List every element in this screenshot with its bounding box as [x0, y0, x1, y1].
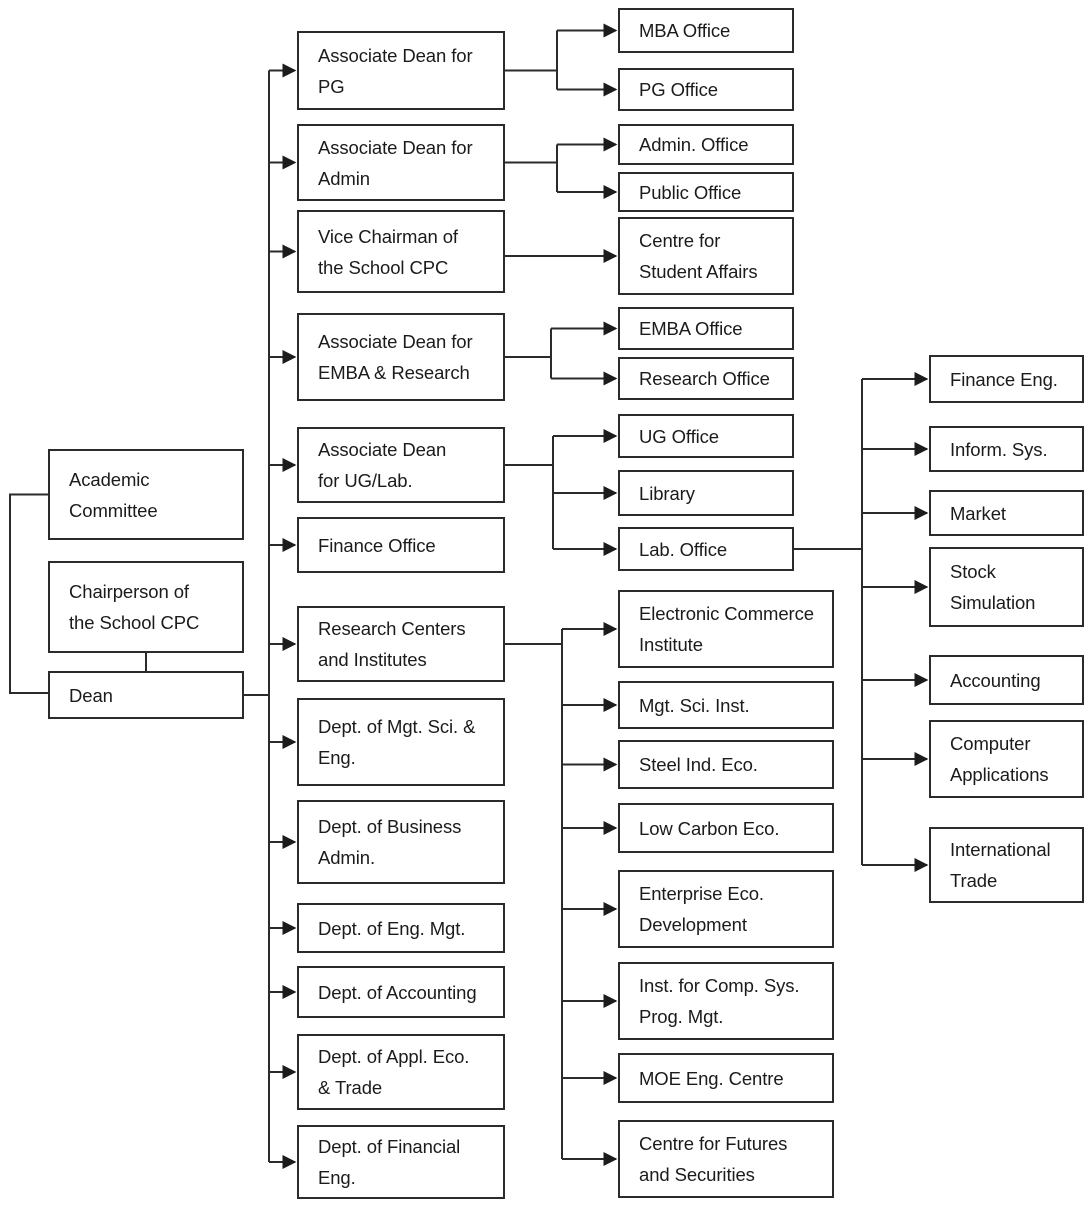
org-node-label: Public Office	[639, 181, 742, 203]
org-node-label: MOE Eng. Centre	[639, 1067, 784, 1089]
org-node-chairperson: Chairperson of the School CPC	[48, 561, 244, 653]
org-node-enterprise-eco-development: Enterprise Eco. Development	[618, 870, 834, 948]
org-node-label: Associate Dean for EMBA & Research	[318, 331, 473, 383]
org-node-label: Dept. of Financial Eng.	[318, 1136, 461, 1188]
org-node-lab-office: Lab. Office	[618, 527, 794, 571]
org-node-label: Lab. Office	[639, 538, 728, 560]
org-node-international-trade: International Trade	[929, 827, 1084, 903]
org-node-label: Finance Eng.	[950, 368, 1058, 390]
org-node-label: Market	[950, 502, 1006, 524]
org-node-label: Finance Office	[318, 534, 436, 556]
org-node-label: Dept. of Accounting	[318, 981, 477, 1003]
org-node-finance-eng: Finance Eng.	[929, 355, 1084, 403]
org-node-label: Accounting	[950, 669, 1041, 691]
org-node-label: Dept. of Business Admin.	[318, 816, 462, 868]
org-node-dept-business-admin: Dept. of Business Admin.	[297, 800, 505, 884]
org-node-research-centers: Research Centers and Institutes	[297, 606, 505, 682]
org-node-emba-office: EMBA Office	[618, 307, 794, 350]
org-node-dept-accounting: Dept. of Accounting	[297, 966, 505, 1018]
org-node-mgt-sci-inst: Mgt. Sci. Inst.	[618, 681, 834, 729]
org-node-label: Computer Applications	[950, 733, 1049, 785]
org-node-label: Vice Chairman of the School CPC	[318, 225, 458, 278]
org-node-label: Admin. Office	[639, 134, 749, 155]
org-node-ug-office: UG Office	[618, 414, 794, 458]
org-node-accounting: Accounting	[929, 655, 1084, 705]
org-node-assoc-dean-pg: Associate Dean for PG	[297, 31, 505, 110]
org-node-label: Research Office	[639, 368, 770, 389]
org-node-steel-ind-eco: Steel Ind. Eco.	[618, 740, 834, 789]
org-node-label: Low Carbon Eco.	[639, 817, 780, 839]
org-node-label: Mgt. Sci. Inst.	[639, 694, 750, 716]
org-node-label: Inst. for Comp. Sys. Prog. Mgt.	[639, 975, 800, 1027]
org-node-label: PG Office	[639, 79, 718, 100]
org-node-label: Associate Dean for Admin	[318, 136, 473, 189]
org-node-label: Dean	[69, 684, 113, 706]
org-node-label: Stock Simulation	[950, 561, 1036, 613]
committee-dean-bracket	[9, 493, 48, 694]
org-node-assoc-dean-admin: Associate Dean for Admin	[297, 124, 505, 201]
org-node-label: Inform. Sys.	[950, 438, 1048, 460]
org-node-label: Steel Ind. Eco.	[639, 754, 758, 775]
org-node-mba-office: MBA Office	[618, 8, 794, 53]
org-node-market: Market	[929, 490, 1084, 536]
org-node-label: Dept. of Eng. Mgt.	[318, 917, 466, 939]
org-node-public-office: Public Office	[618, 172, 794, 212]
org-node-label: Centre for Futures and Securities	[639, 1133, 788, 1185]
org-node-dept-appl-eco-trade: Dept. of Appl. Eco. & Trade	[297, 1034, 505, 1110]
org-node-label: Dept. of Appl. Eco. & Trade	[318, 1046, 470, 1098]
org-node-label: Research Centers and Institutes	[318, 618, 466, 670]
org-node-library: Library	[618, 470, 794, 516]
org-node-pg-office: PG Office	[618, 68, 794, 111]
org-node-research-office: Research Office	[618, 357, 794, 400]
org-node-dept-eng-mgt: Dept. of Eng. Mgt.	[297, 903, 505, 953]
org-node-label: Library	[639, 482, 695, 504]
org-node-label: Centre for Student Affairs	[639, 230, 758, 282]
org-node-computer-applications: Computer Applications	[929, 720, 1084, 798]
org-node-assoc-dean-ug-lab: Associate Dean for UG/Lab.	[297, 427, 505, 503]
org-node-label: Electronic Commerce Institute	[639, 603, 814, 655]
org-node-finance-office: Finance Office	[297, 517, 505, 573]
org-node-label: MBA Office	[639, 20, 731, 41]
org-node-label: EMBA Office	[639, 318, 743, 339]
org-node-label: International Trade	[950, 839, 1051, 891]
org-node-inform-sys: Inform. Sys.	[929, 426, 1084, 472]
org-node-vice-chairman: Vice Chairman of the School CPC	[297, 210, 505, 293]
org-node-low-carbon-eco: Low Carbon Eco.	[618, 803, 834, 853]
org-node-label: Academic Committee	[69, 468, 158, 521]
org-node-academic-committee: Academic Committee	[48, 449, 244, 540]
org-node-label: Associate Dean for PG	[318, 44, 473, 97]
org-node-centre-futures-securities: Centre for Futures and Securities	[618, 1120, 834, 1198]
org-node-dean: Dean	[48, 671, 244, 719]
org-node-inst-comp-sys-prog-mgt: Inst. for Comp. Sys. Prog. Mgt.	[618, 962, 834, 1040]
org-node-label: Dept. of Mgt. Sci. & Eng.	[318, 716, 476, 768]
org-node-admin-office: Admin. Office	[618, 124, 794, 165]
org-node-label: Enterprise Eco. Development	[639, 883, 764, 935]
org-node-dept-mgt-sci-eng: Dept. of Mgt. Sci. & Eng.	[297, 698, 505, 786]
org-node-moe-eng-centre: MOE Eng. Centre	[618, 1053, 834, 1103]
org-node-dept-financial-eng: Dept. of Financial Eng.	[297, 1125, 505, 1199]
org-node-label: Associate Dean for UG/Lab.	[318, 439, 447, 491]
org-node-label: UG Office	[639, 425, 719, 447]
org-node-electronic-commerce-institute: Electronic Commerce Institute	[618, 590, 834, 668]
org-node-centre-student-affairs: Centre for Student Affairs	[618, 217, 794, 295]
org-node-stock-simulation: Stock Simulation	[929, 547, 1084, 627]
org-node-label: Chairperson of the School CPC	[69, 581, 200, 633]
org-node-assoc-dean-emba-research: Associate Dean for EMBA & Research	[297, 313, 505, 401]
